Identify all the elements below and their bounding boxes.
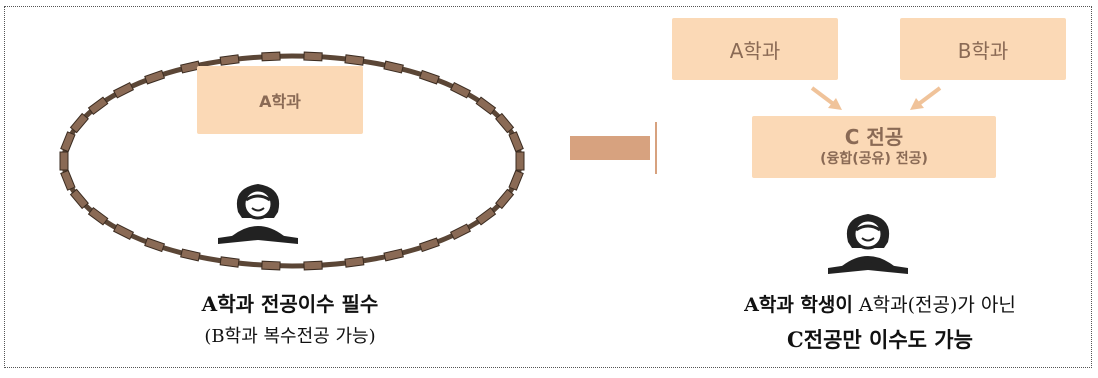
- fence-post: [383, 60, 404, 74]
- fence-post: [508, 169, 524, 191]
- fence-post: [261, 51, 281, 62]
- fence-post: [303, 51, 323, 62]
- dept-a-label-right: A학과: [729, 38, 781, 63]
- student-reading-icon: [828, 214, 908, 274]
- fence-post: [219, 54, 240, 66]
- fence-post: [144, 69, 166, 85]
- fence-ring-icon: [59, 51, 525, 271]
- arrow-down-left-icon: [910, 86, 942, 110]
- fence-post: [112, 81, 135, 99]
- fence-post: [261, 260, 281, 271]
- dept-b-label-right: B학과: [957, 38, 1009, 63]
- fence-post: [418, 237, 440, 253]
- fence-post: [87, 206, 109, 226]
- fence-post: [59, 151, 69, 171]
- fence-post: [449, 81, 472, 99]
- fence-post: [418, 69, 440, 85]
- fence-post: [383, 248, 404, 262]
- major-c-subtitle: (융합(공유) 전공): [820, 151, 928, 167]
- fence-post: [495, 188, 515, 210]
- diagram-frame: [4, 6, 1092, 368]
- fence-post: [449, 223, 472, 241]
- fence-post: [69, 188, 89, 210]
- fence-post: [112, 223, 135, 241]
- right-caption-rest: A학과(전공)가 아닌: [852, 294, 1016, 316]
- fence-post: [144, 237, 166, 253]
- right-caption-line1: A학과 학생이 A학과(전공)가 아닌: [660, 290, 1098, 317]
- fence-post: [495, 112, 515, 134]
- dept-a-box-left: A학과: [197, 66, 363, 134]
- dept-a-box-right: A학과: [672, 18, 838, 80]
- student-reading-icon: [218, 184, 298, 244]
- fence-post: [475, 206, 497, 226]
- arrow-down-right-icon: [810, 86, 842, 110]
- major-c-title: C 전공: [844, 125, 904, 149]
- right-caption-line2: C전공만 이수도 가능: [787, 327, 973, 352]
- dept-a-label-left: A학과: [259, 92, 301, 111]
- fence-post: [60, 131, 76, 153]
- fence-post: [180, 60, 201, 74]
- major-c-box: C 전공 (융합(공유) 전공): [752, 116, 996, 178]
- left-caption-line1: A학과 전공이수 필수: [201, 292, 379, 316]
- fence-post: [69, 112, 89, 134]
- fence-post: [508, 131, 524, 153]
- fence-post: [344, 54, 365, 66]
- fence-post: [180, 248, 201, 262]
- fence-post: [219, 256, 240, 268]
- fence-post: [344, 256, 365, 268]
- fence-post: [60, 169, 76, 191]
- fence-post: [475, 96, 497, 116]
- fence-post: [515, 151, 525, 171]
- fence-post: [303, 260, 323, 271]
- right-caption-bold: A학과 학생이: [744, 294, 853, 316]
- left-caption-line2: (B학과 복수전공 가능): [204, 326, 376, 347]
- arrow-right-icon: [570, 122, 657, 174]
- fence-post: [87, 96, 109, 116]
- dept-b-box-right: B학과: [900, 18, 1066, 80]
